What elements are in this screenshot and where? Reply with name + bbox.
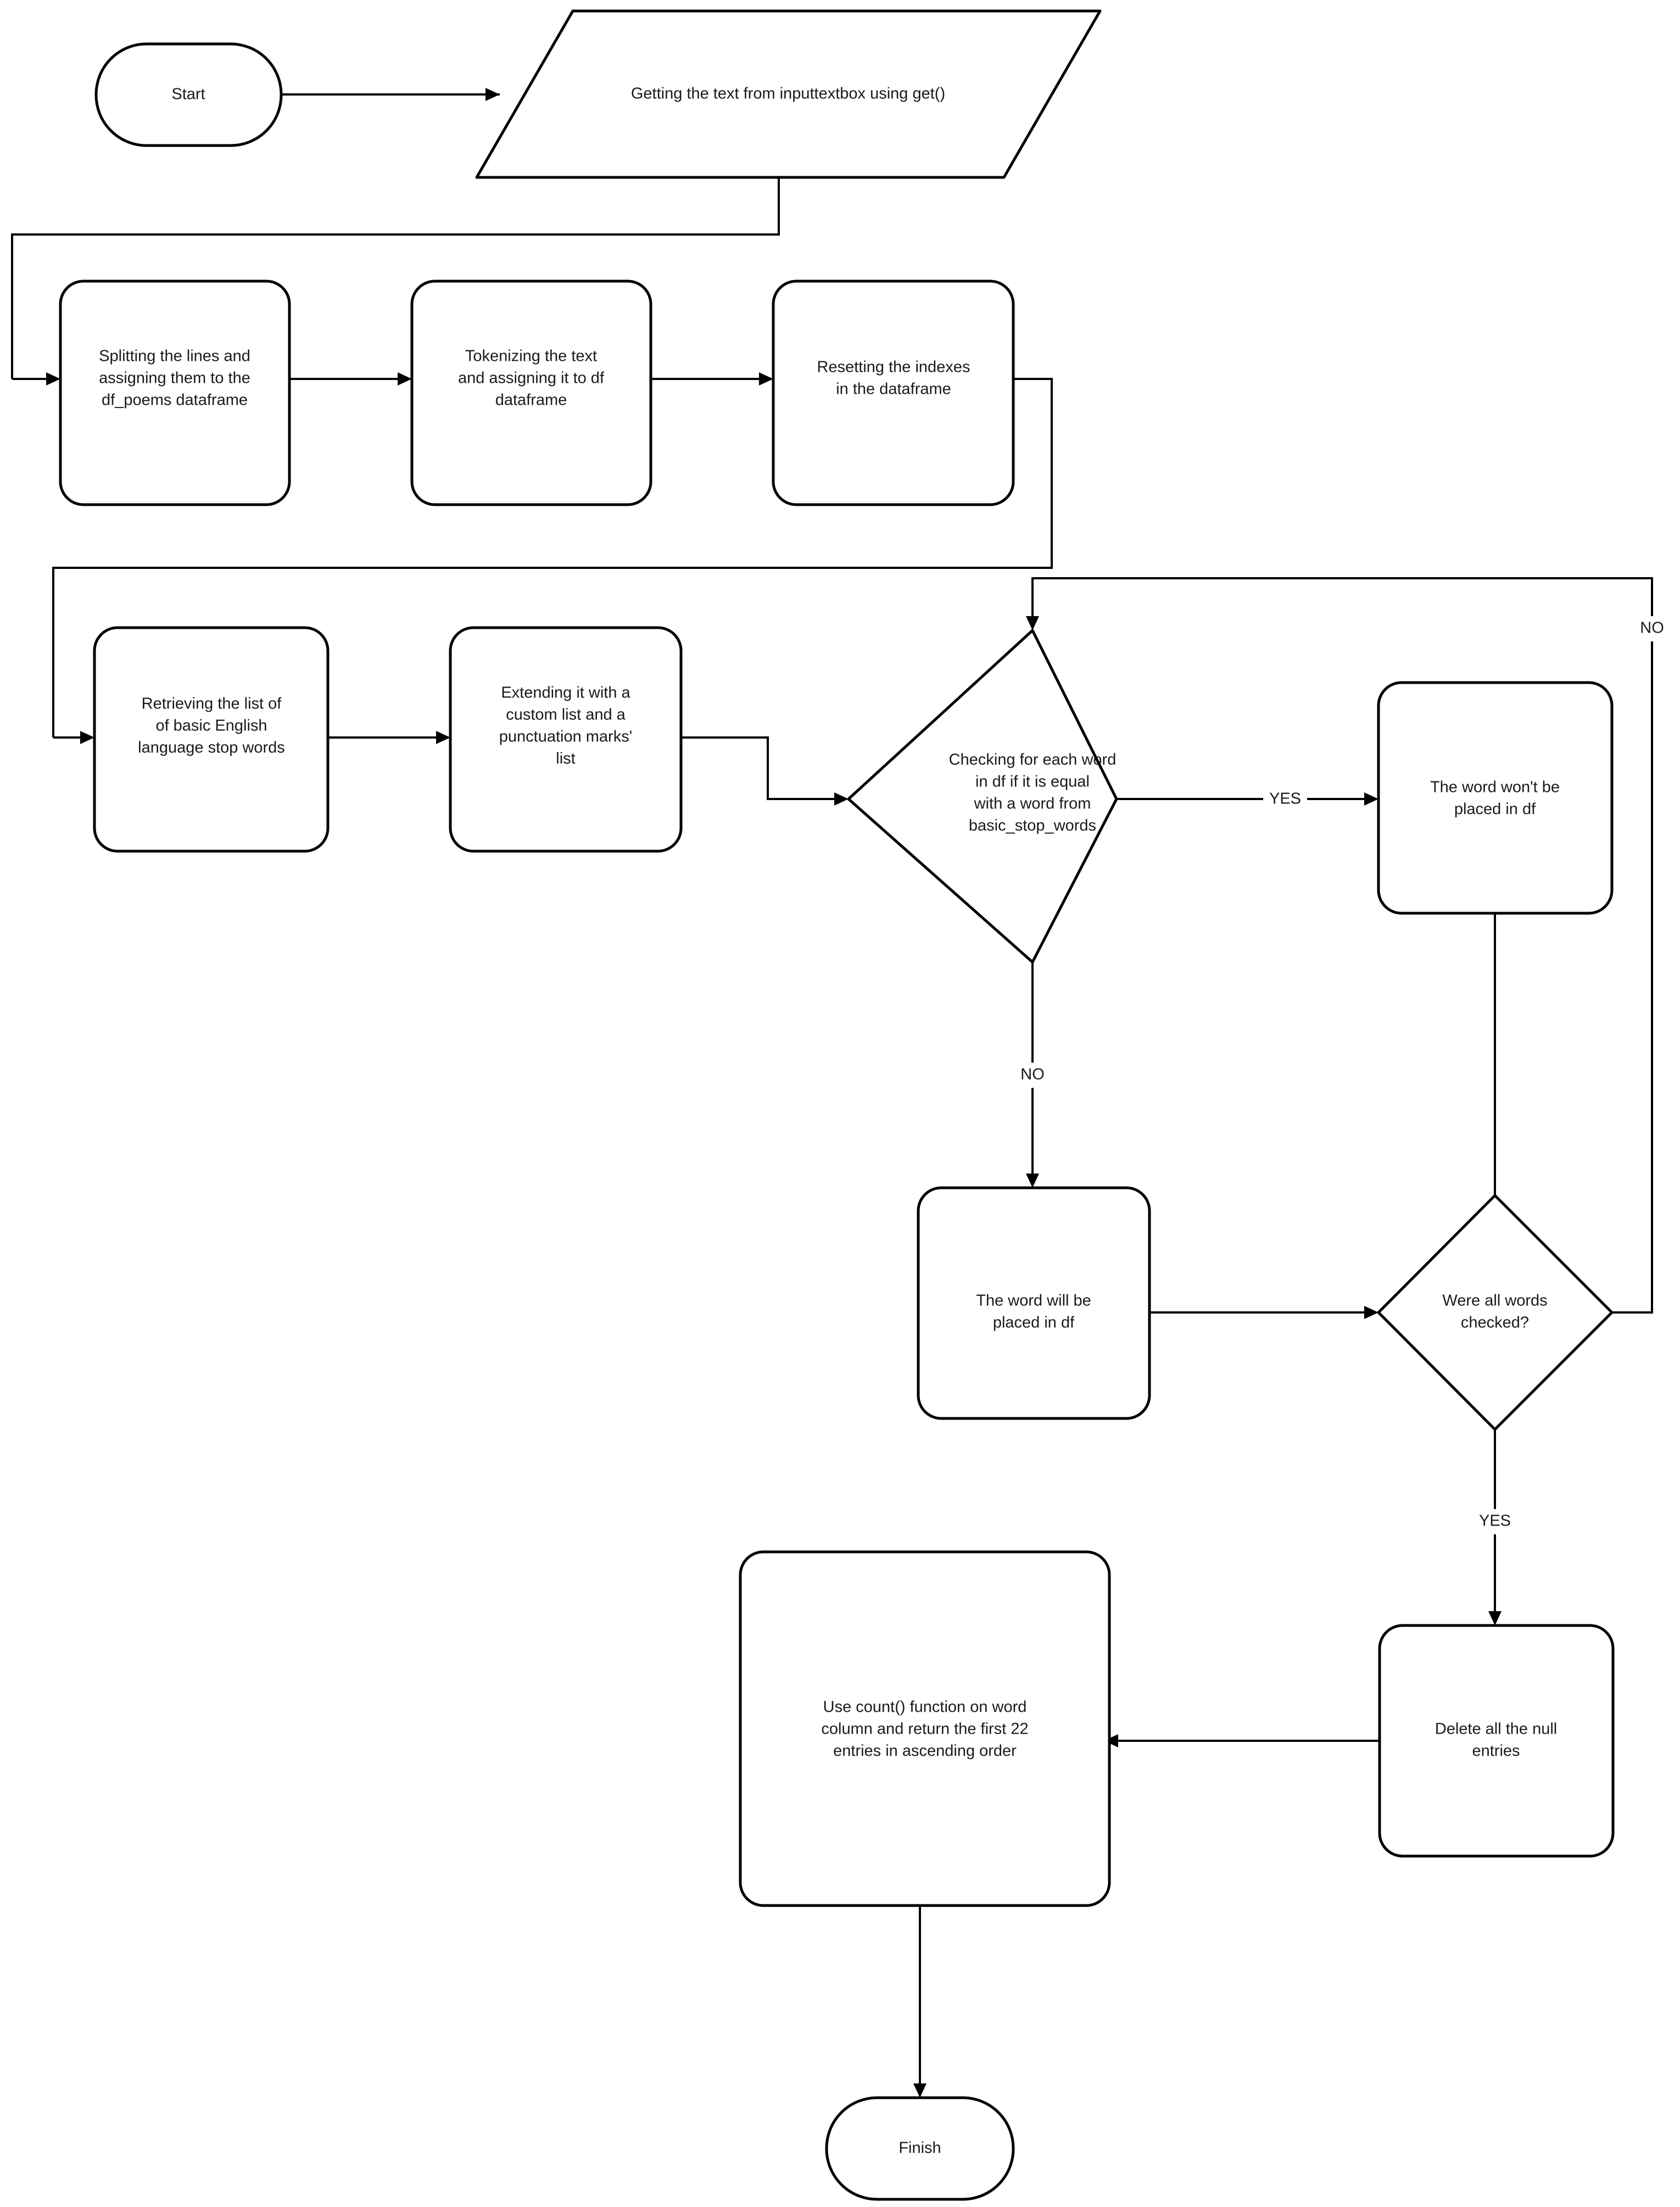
node-count-words-line1: Use count() function on word [823, 1698, 1027, 1716]
node-start[interactable]: Start [94, 42, 283, 147]
node-all-checked-line2: checked? [1461, 1314, 1529, 1332]
node-delete-null[interactable]: Delete all the null entries [1378, 1624, 1615, 1858]
node-check-word-line2: in df if it is equal [975, 773, 1090, 791]
edge-tokenize-to-reset [651, 372, 773, 385]
edge-check-yes [1117, 792, 1378, 806]
edge-label-check-no: NO [1012, 1063, 1053, 1088]
edge-allchecked-no [1026, 577, 1653, 1314]
node-count-words[interactable]: Use count() function on word column and … [739, 1550, 1111, 1907]
node-reset-index-line2: in the dataframe [836, 381, 951, 398]
node-get-text-label: Getting the text from inputtextbox using… [631, 85, 945, 103]
node-extend-list-line4: list [556, 750, 575, 768]
node-finish[interactable]: Finish [825, 2096, 1015, 2201]
node-start-label: Start [171, 86, 205, 103]
edge-extend-to-check [681, 736, 849, 806]
node-check-word[interactable]: Checking for each word in df if it is eq… [847, 629, 1118, 964]
edge-label-check-yes-text: YES [1269, 790, 1301, 808]
node-split-lines-line1: Splitting the lines and [99, 348, 250, 365]
node-reset-index-line1: Resetting the indexes [817, 359, 970, 376]
node-word-not-placed-line1: The word won't be [1430, 779, 1560, 796]
node-delete-null-line1: Delete all the null [1435, 1720, 1557, 1738]
node-check-word-line3: with a word from [974, 795, 1091, 813]
node-count-words-line2: column and return the first 22 [821, 1720, 1028, 1738]
node-extend-list-line2: custom list and a [506, 706, 626, 724]
node-retrieve-stopwords-line2: of basic English [155, 717, 267, 735]
node-delete-null-line2: entries [1472, 1742, 1520, 1760]
node-extend-list[interactable]: Extending it with a custom list and a pu… [449, 626, 683, 853]
node-split-lines-line2: assigning them to the [99, 370, 250, 387]
node-tokenize-line1: Tokenizing the text [465, 348, 597, 365]
edge-gettext-to-split [11, 177, 780, 385]
node-word-placed-line2: placed in df [993, 1314, 1075, 1332]
node-check-word-line4: basic_stop_words [969, 817, 1096, 835]
node-count-words-line3: entries in ascending order [833, 1742, 1017, 1760]
edge-reset-to-retrieve [52, 378, 1053, 744]
node-all-checked[interactable]: Were all words checked? [1377, 1194, 1614, 1431]
node-all-checked-line1: Were all words [1442, 1292, 1547, 1310]
edge-start-to-gettext [281, 88, 500, 101]
edge-split-to-tokenize [289, 372, 412, 385]
node-word-not-placed[interactable]: The word won't be placed in df [1377, 681, 1614, 915]
node-word-placed[interactable]: The word will be placed in df [917, 1186, 1151, 1420]
edge-count-to-finish [913, 1906, 926, 2098]
node-retrieve-stopwords-line1: Retrieving the list of [142, 695, 282, 713]
edge-wordplaced-to-allchecked [1149, 1306, 1378, 1319]
node-split-lines[interactable]: Splitting the lines and assigning them t… [59, 280, 291, 506]
edge-label-check-yes: YES [1263, 786, 1307, 812]
node-tokenize-line3: dataframe [495, 392, 567, 409]
node-retrieve-stopwords-line3: language stop words [138, 739, 285, 757]
edge-label-allchecked-no: NO [1632, 616, 1672, 641]
edge-label-check-no-text: NO [1020, 1066, 1045, 1083]
node-word-not-placed-line2: placed in df [1454, 801, 1536, 818]
node-extend-list-line3: punctuation marks' [499, 728, 633, 746]
node-check-word-line1: Checking for each word [949, 751, 1117, 769]
edge-deletenull-to-count [1104, 1734, 1380, 1747]
node-word-placed-line1: The word will be [976, 1292, 1091, 1310]
node-tokenize[interactable]: Tokenizing the text and assigning it to … [410, 280, 652, 506]
node-retrieve-stopwords[interactable]: Retrieving the list of of basic English … [93, 626, 330, 853]
node-split-lines-line3: df_poems dataframe [102, 392, 248, 409]
node-reset-index[interactable]: Resetting the indexes in the dataframe [772, 280, 1015, 506]
node-extend-list-line1: Extending it with a [501, 684, 630, 702]
edge-label-allchecked-no-text: NO [1640, 619, 1664, 637]
edge-label-allchecked-yes-text: YES [1479, 1512, 1511, 1530]
node-tokenize-line2: and assigning it to df [458, 370, 605, 387]
node-get-text[interactable]: Getting the text from inputtextbox using… [475, 9, 1102, 179]
edge-label-allchecked-yes: YES [1473, 1509, 1517, 1534]
node-finish-label: Finish [898, 2139, 941, 2157]
edge-retrieve-to-extend [328, 731, 450, 744]
